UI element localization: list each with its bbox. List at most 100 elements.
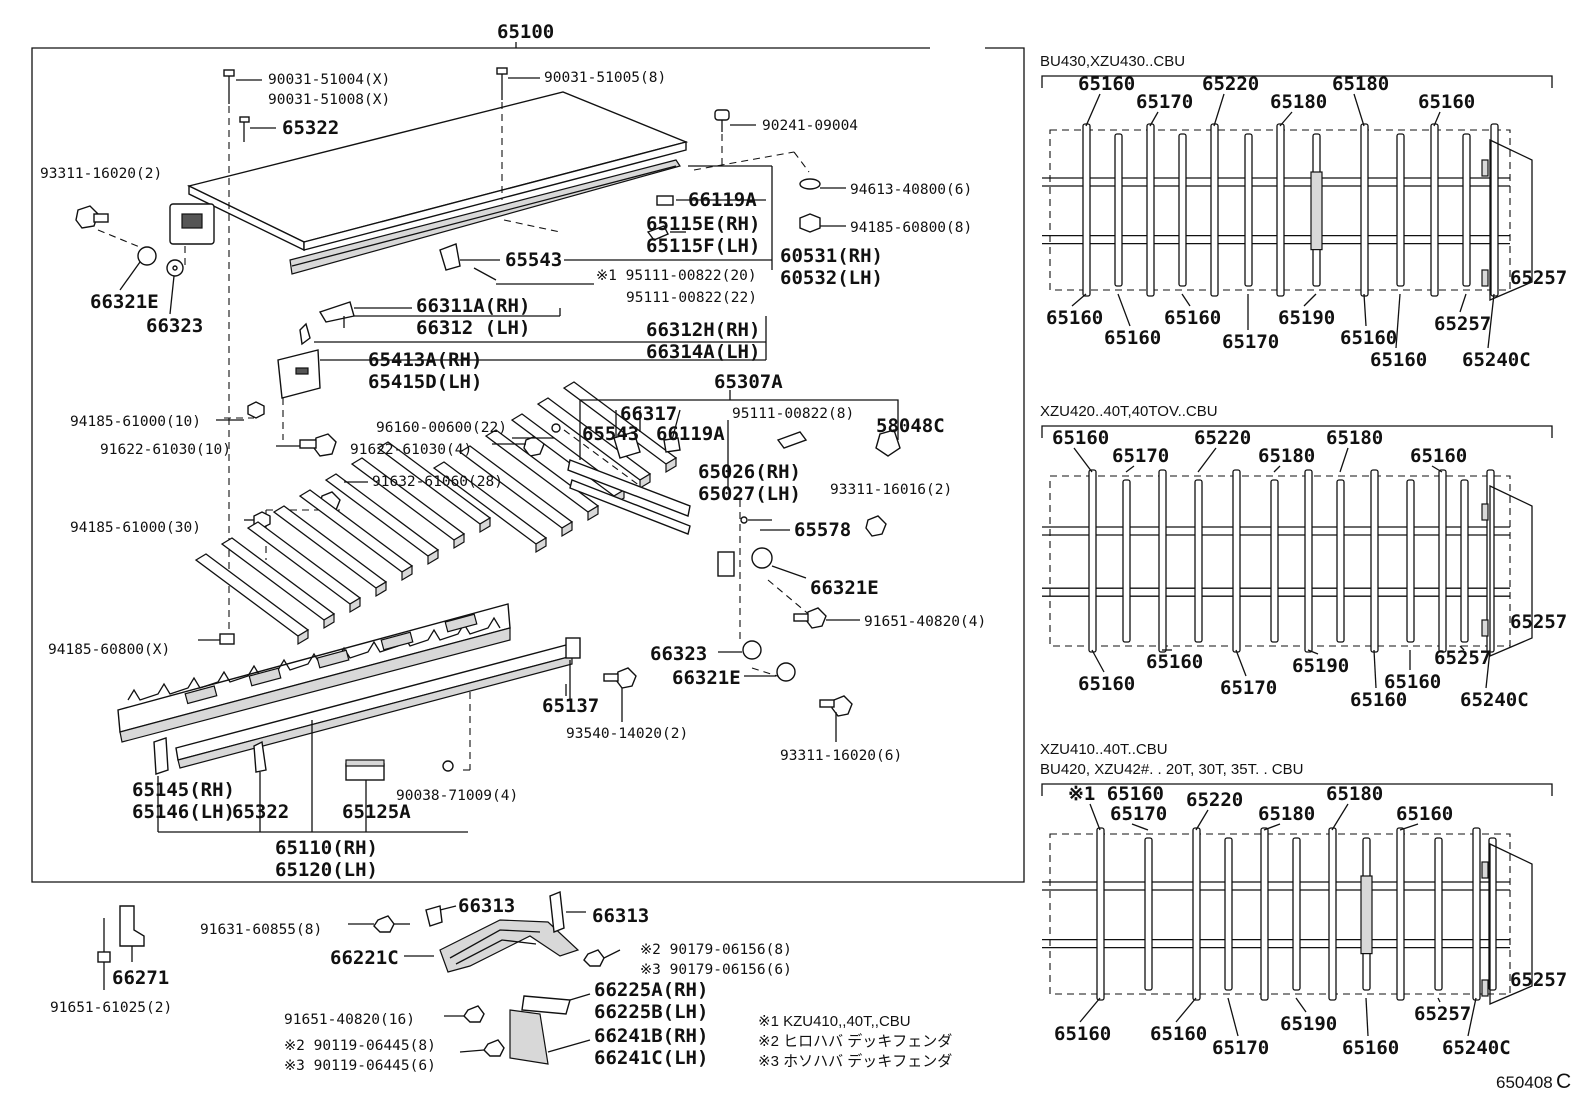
part-label: 65115E(RH) — [646, 213, 760, 235]
part-label: 65170 — [1220, 677, 1277, 699]
variant-title: XZU420..40T,40TOV..CBU — [1040, 403, 1218, 420]
variant-panel: BU430,XZU430..CBU65160651706522065180651… — [1040, 53, 1567, 371]
side-bracket — [169, 203, 215, 245]
fender-labels: 66313 66313 91631-60855(8) 66221C ※2 901… — [50, 895, 792, 1074]
variant-subtitle: BU420, XZU42#. . 20T, 30T, 35T. . CBU — [1040, 761, 1303, 778]
part-label: 65180 — [1270, 91, 1327, 113]
cross-slat — [1192, 827, 1201, 1001]
part-label: 94185-60800(8) — [850, 220, 972, 236]
part-label: 66321E — [672, 667, 741, 689]
part-label: 65257 — [1510, 267, 1567, 289]
bolt-icon — [223, 69, 235, 104]
cross-slat — [1178, 133, 1187, 287]
variant-panel: XZU420..40T,40TOV..CBU 65160 65170 65220 651… — [1040, 403, 1567, 711]
hinge-icon — [318, 301, 355, 323]
part-label: ※2 90179-06156(8) — [640, 942, 792, 958]
spacer-icon — [137, 246, 157, 266]
center-sill — [1360, 875, 1373, 955]
part-label: 65180 — [1258, 445, 1315, 467]
cross-slat — [1370, 469, 1379, 653]
part-label: 65137 — [542, 695, 599, 717]
spacer-icon — [776, 662, 796, 682]
part-label: 65413A(RH) — [368, 349, 482, 371]
part-label: 65170 — [1112, 445, 1169, 467]
part-label: 65240C — [1442, 1037, 1511, 1059]
cross-slat — [1488, 837, 1497, 991]
part-label: 65543 — [582, 423, 639, 445]
main-assembly-frame: 65100 — [31, 21, 1025, 883]
part-label: 65180 — [1332, 73, 1389, 95]
part-label: 65160 — [1150, 1023, 1207, 1045]
part-label: 90038-71009(4) — [396, 788, 518, 804]
part-label: 60531(RH) — [780, 245, 883, 267]
mud-flap-icon — [509, 1009, 549, 1065]
cross-slat — [1490, 123, 1499, 297]
cross-slat — [1146, 123, 1155, 297]
note-2: ※2 ヒロハバ デッキフェンダ — [758, 1032, 952, 1050]
part-label: 94613-40800(6) — [850, 182, 972, 198]
tail-plate — [1489, 842, 1533, 1005]
flange-bolt-icon — [75, 205, 109, 229]
part-label: 65160 — [1104, 327, 1161, 349]
main-labels: 90031-51004(X) 90031-51008(X) 90031-5100… — [40, 70, 986, 881]
part-label: 95111-00822(22) — [626, 290, 757, 306]
deck-floor-panel — [186, 91, 689, 275]
screw-icon — [253, 740, 267, 800]
part-label: 65257 — [1434, 647, 1491, 669]
fender-stay-icon — [425, 905, 443, 927]
note-1: ※1 KZU410,,40T,,CBU — [758, 1013, 911, 1030]
part-label: 65322 — [232, 801, 289, 823]
nut-icon — [799, 213, 821, 233]
part-label: 94185-61000(10) — [70, 414, 201, 430]
part-label: 66311A(RH) — [416, 295, 530, 317]
cross-slat — [1158, 469, 1167, 653]
part-label: 91632-61060(28) — [372, 474, 503, 490]
part-label: 91622-61030(10) — [100, 442, 231, 458]
cross-slat — [1096, 827, 1105, 1001]
part-label: 65307A — [714, 371, 783, 393]
cross-slat — [1260, 827, 1269, 1001]
bolt-icon — [373, 915, 410, 933]
cross-slat — [1460, 479, 1469, 643]
splash-guard-icon — [521, 995, 571, 1015]
part-label: 65170 — [1136, 91, 1193, 113]
part-label: ※1 95111-00822(20) — [596, 268, 757, 284]
tail-plate — [1489, 484, 1533, 657]
part-label: 65180 — [1258, 803, 1315, 825]
fender-section — [97, 891, 621, 1065]
main-assembly-number: 65100 — [497, 21, 554, 43]
screw-icon — [239, 116, 250, 142]
part-label: 58048C — [876, 415, 945, 437]
cross-slat — [1144, 837, 1153, 991]
part-label: 65578 — [794, 519, 851, 541]
part-label: 90241-09004 — [762, 118, 858, 134]
nut-icon — [219, 633, 235, 645]
rear-sill — [567, 459, 691, 517]
part-label: 65160 — [1340, 327, 1397, 349]
clip-icon — [656, 195, 674, 206]
part-label: 65160 — [1342, 1037, 1399, 1059]
part-label: 93311-16020(6) — [780, 748, 902, 764]
cross-slat — [1232, 469, 1241, 653]
part-label: 65257 — [1510, 611, 1567, 633]
cross-slat — [1224, 837, 1233, 991]
cross-slat — [1082, 123, 1091, 297]
part-label: 65220 — [1194, 427, 1251, 449]
part-label: 65160 — [1054, 1023, 1111, 1045]
part-label: 65240C — [1460, 689, 1529, 711]
cross-slat — [1396, 133, 1405, 287]
part-label: 65026(RH) — [698, 461, 801, 483]
part-label: 65160 — [1146, 651, 1203, 673]
part-label: 66225B(LH) — [594, 1001, 708, 1023]
gate-lock-icon — [875, 429, 901, 457]
part-label: 65160 — [1078, 73, 1135, 95]
part-label: 65160 — [1370, 349, 1427, 371]
flange-bolt-icon — [793, 607, 827, 629]
center-sill — [1310, 171, 1323, 251]
cross-slat — [1194, 479, 1203, 643]
flange-bolt-icon — [819, 695, 853, 717]
frame-caption-lh: 65120(LH) — [275, 859, 378, 881]
part-label: 65145(RH) — [132, 779, 235, 801]
